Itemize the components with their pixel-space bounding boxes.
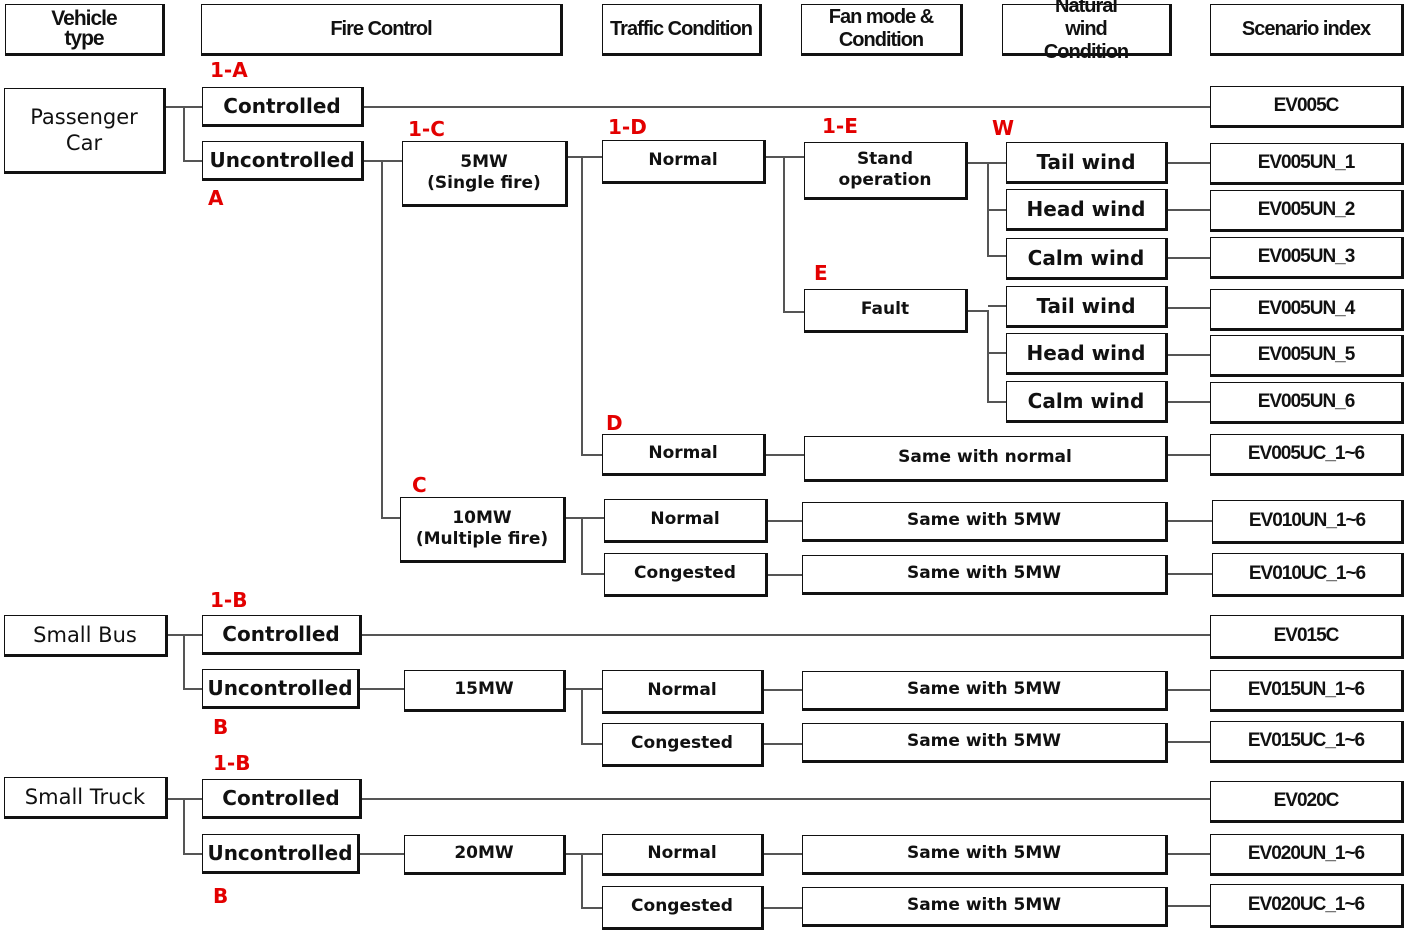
traffic-normal-10mw: Normal: [604, 499, 768, 543]
label-1-a: 1-A: [210, 58, 248, 82]
header-fire-control: Fire Control: [201, 4, 563, 56]
traffic-normal-bus: Normal: [602, 670, 764, 714]
fan-same-with-5mw-ev020un: Same with 5MW: [802, 835, 1168, 875]
vehicle-passenger-car: Passenger Car: [4, 88, 166, 174]
header-traffic-condition: Traffic Condition: [602, 4, 762, 56]
wind-tail-fault: Tail wind: [1006, 286, 1168, 328]
wind-head-stand: Head wind: [1006, 189, 1168, 231]
fire-size-5mw: 5MW (Single fire): [402, 141, 568, 207]
label-w: W: [992, 116, 1015, 140]
wind-calm-stand: Calm wind: [1006, 238, 1168, 280]
fire-control-uncontrolled: Uncontrolled: [202, 141, 364, 181]
header-natural-wind: Natural wind Condition: [1002, 0, 1172, 63]
scenario-ev005un-5: EV005UN_5: [1210, 335, 1404, 377]
label-e: E: [814, 261, 828, 285]
label-c: C: [412, 473, 427, 497]
label-a: A: [208, 186, 224, 210]
vehicle-small-truck: Small Truck: [4, 777, 168, 819]
fire-control-controlled-bus: Controlled: [202, 615, 362, 655]
fan-fault: Fault: [804, 289, 968, 333]
traffic-congested-truck: Congested: [602, 886, 764, 930]
scenario-ev020c: EV020C: [1210, 781, 1404, 823]
fire-control-controlled: Controlled: [202, 87, 364, 127]
traffic-normal-5mw-b: Normal: [602, 434, 766, 476]
label-b-bus: B: [213, 715, 229, 739]
scenario-ev005un-6: EV005UN_6: [1210, 382, 1404, 424]
fire-size-20mw: 20MW: [404, 835, 566, 875]
fire-control-uncontrolled-truck: Uncontrolled: [202, 834, 360, 874]
fire-control-controlled-truck: Controlled: [202, 779, 362, 819]
fan-stand-operation: Stand operation: [804, 142, 968, 200]
fan-same-with-5mw-ev010uc: Same with 5MW: [802, 555, 1168, 595]
label-1-b-truck: 1-B: [213, 751, 251, 775]
fire-size-10mw: 10MW (Multiple fire): [400, 497, 566, 563]
label-1-c: 1-C: [408, 117, 445, 141]
scenario-ev005un-2: EV005UN_2: [1210, 190, 1404, 232]
fire-size-15mw: 15MW: [404, 670, 566, 712]
label-b-truck: B: [213, 884, 229, 908]
wind-calm-fault: Calm wind: [1006, 381, 1168, 423]
label-d: D: [606, 411, 623, 435]
traffic-congested-bus: Congested: [602, 723, 764, 767]
wind-head-fault: Head wind: [1006, 333, 1168, 375]
scenario-ev020uc: EV020UC_1~6: [1210, 884, 1404, 928]
fan-same-with-5mw-ev010un: Same with 5MW: [802, 502, 1168, 542]
fan-same-with-5mw-ev015un: Same with 5MW: [802, 671, 1168, 711]
scenario-ev005c: EV005C: [1210, 86, 1404, 128]
label-1-d: 1-D: [608, 115, 647, 139]
fan-same-with-normal: Same with normal: [804, 436, 1168, 482]
scenario-ev005uc: EV005UC_1~6: [1210, 434, 1404, 476]
scenario-ev005un-1: EV005UN_1: [1210, 143, 1404, 185]
fire-control-uncontrolled-bus: Uncontrolled: [202, 669, 360, 709]
header-scenario-index: Scenario index: [1210, 4, 1404, 56]
scenario-ev015c: EV015C: [1210, 615, 1404, 659]
label-1-e: 1-E: [822, 114, 858, 138]
wind-tail-stand: Tail wind: [1006, 142, 1168, 184]
scenario-ev005un-4: EV005UN_4: [1210, 289, 1404, 331]
scenario-ev015uc: EV015UC_1~6: [1210, 721, 1404, 763]
traffic-normal-truck: Normal: [602, 834, 764, 876]
traffic-congested-10mw: Congested: [604, 553, 768, 597]
fan-same-with-5mw-ev020uc: Same with 5MW: [802, 887, 1168, 927]
header-fan-mode: Fan mode & Condition: [801, 4, 963, 56]
fan-same-with-5mw-ev015uc: Same with 5MW: [802, 723, 1168, 763]
vehicle-small-bus: Small Bus: [4, 615, 168, 657]
traffic-normal-5mw-a: Normal: [602, 140, 766, 184]
scenario-ev020un: EV020UN_1~6: [1210, 834, 1404, 876]
scenario-ev015un: EV015UN_1~6: [1210, 670, 1404, 712]
scenario-ev005un-3: EV005UN_3: [1210, 237, 1404, 279]
header-vehicle-type: Vehicle type: [5, 4, 165, 56]
label-1-b-bus: 1-B: [210, 588, 248, 612]
scenario-ev010un: EV010UN_1~6: [1212, 500, 1404, 544]
scenario-ev010uc: EV010UC_1~6: [1212, 553, 1404, 597]
